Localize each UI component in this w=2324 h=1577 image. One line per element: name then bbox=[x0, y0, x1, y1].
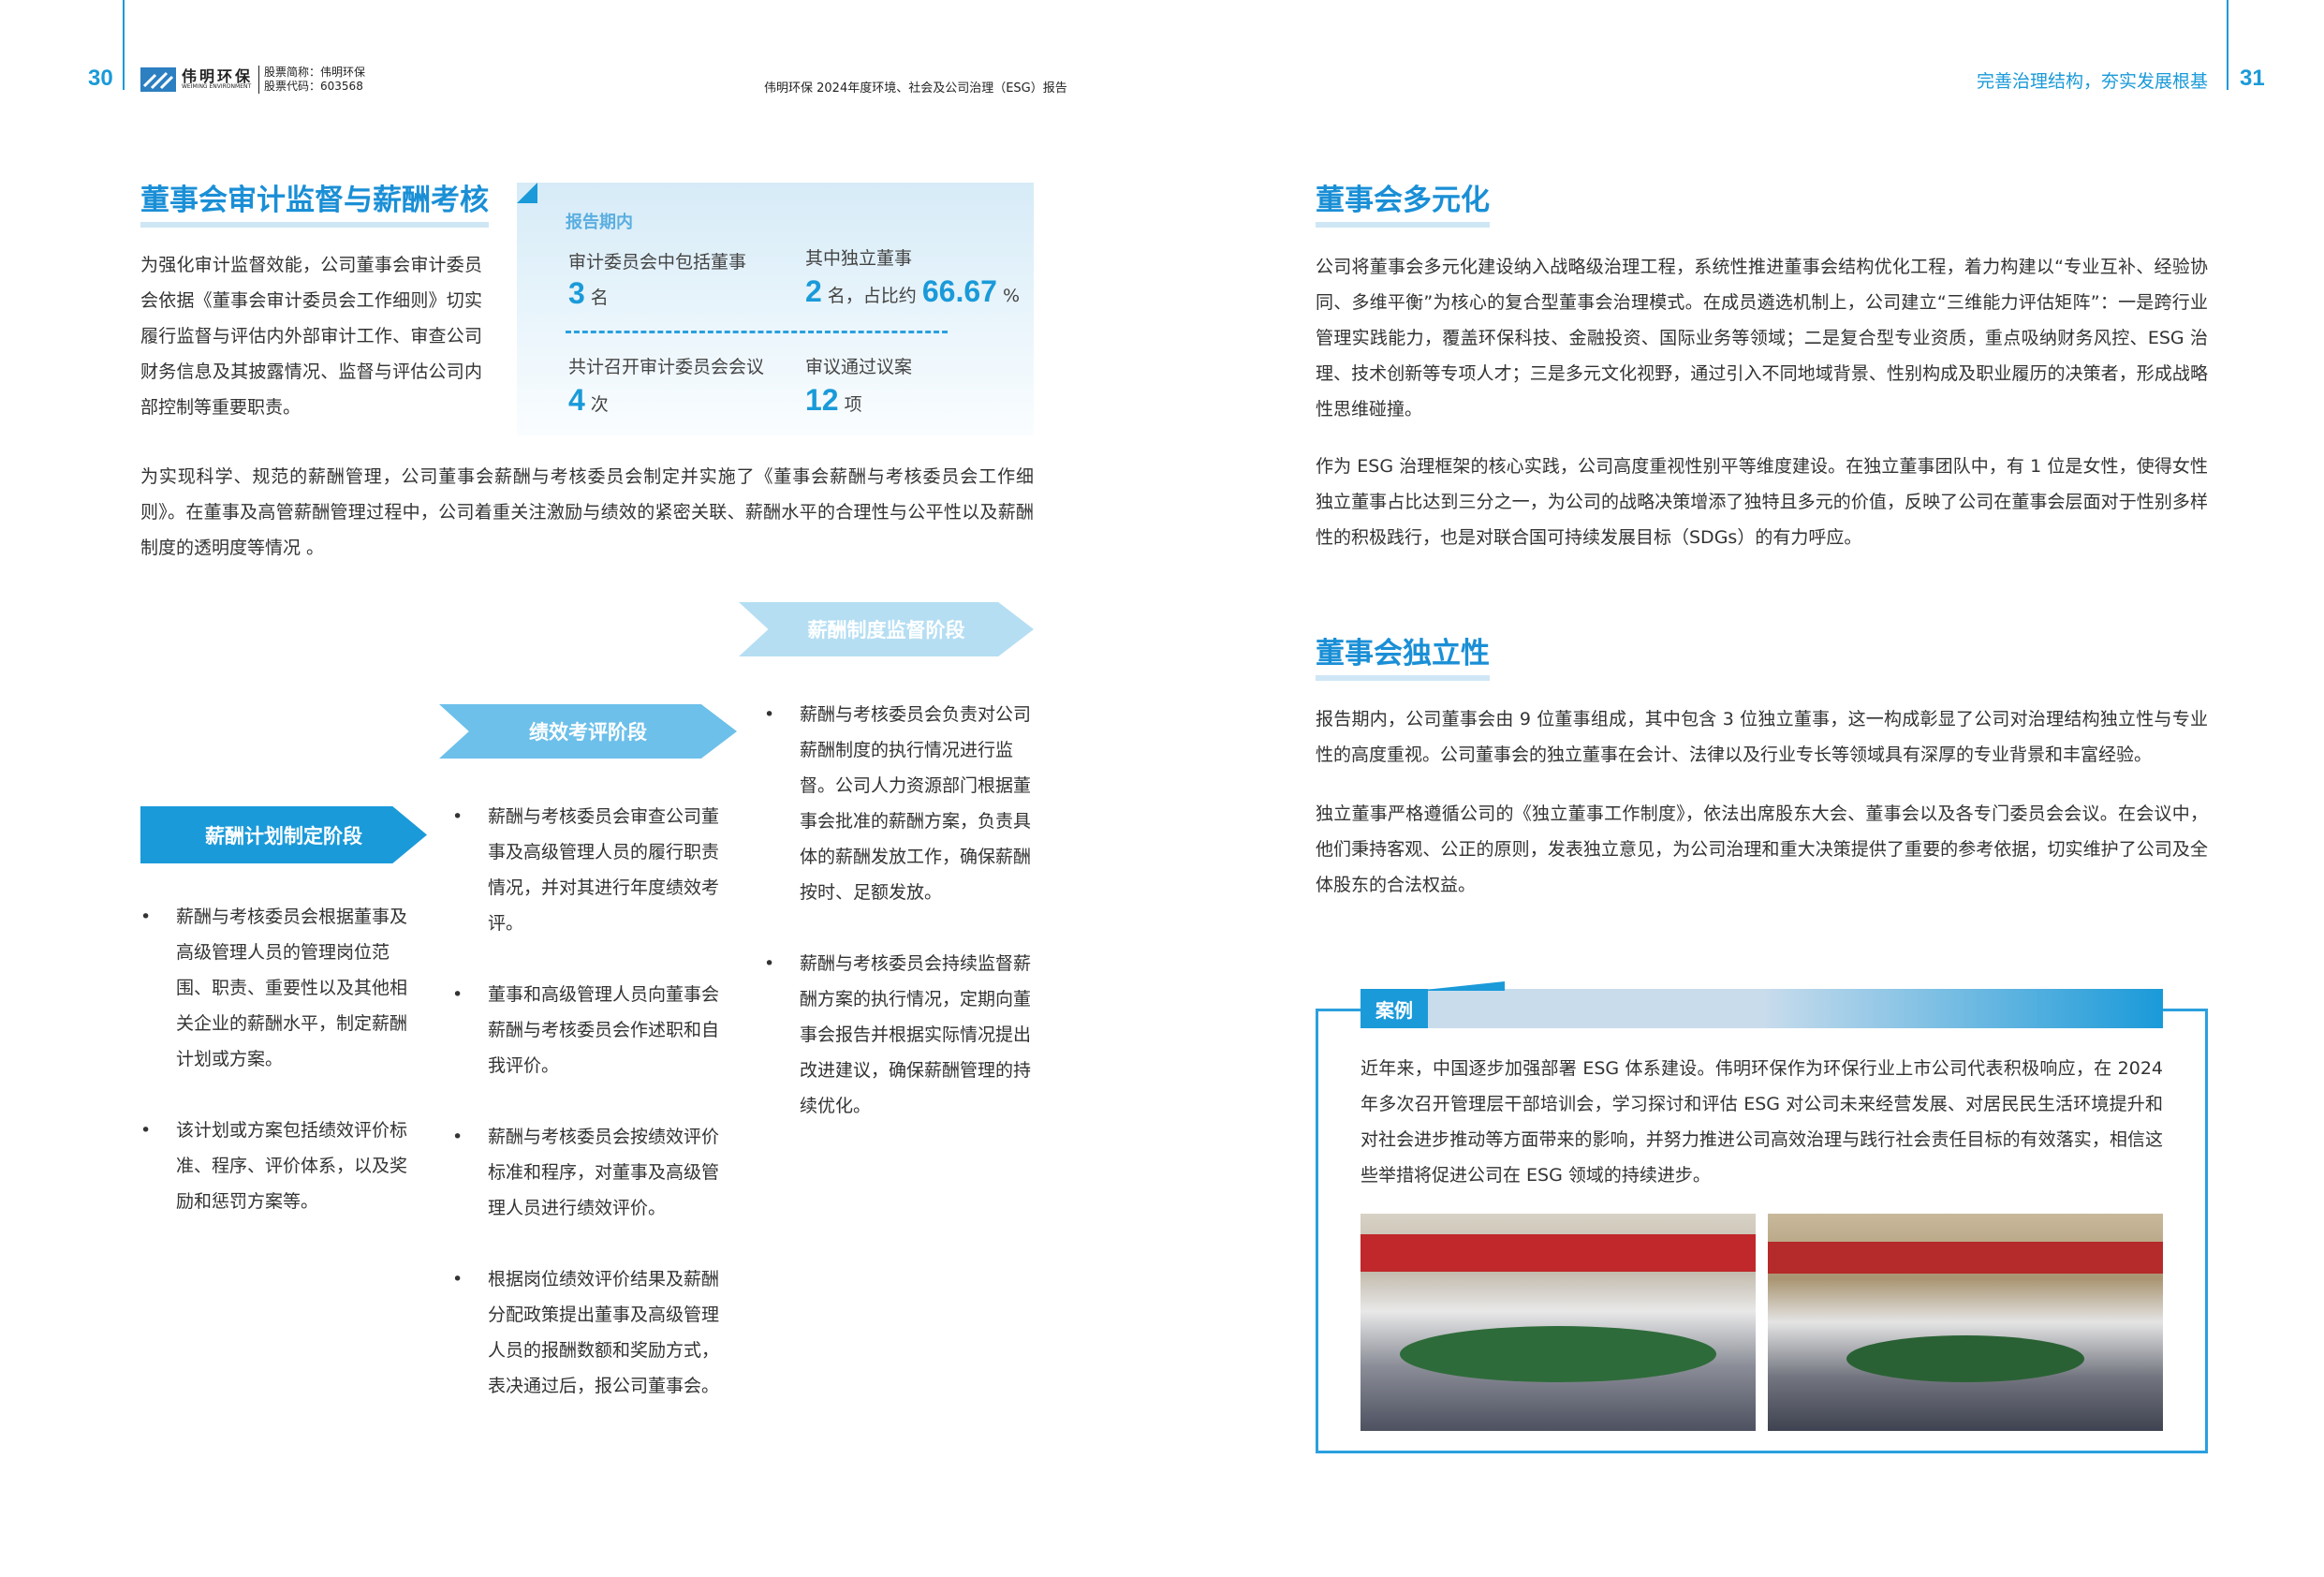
report-title: 伟明环保 2024年度环境、社会及公司治理（ESG）报告 bbox=[764, 81, 1067, 96]
stock-name: 股票简称：伟明环保 bbox=[264, 66, 366, 79]
logo-cn: 伟明环保 bbox=[182, 67, 254, 85]
case-header-bar bbox=[1361, 989, 2163, 1028]
logo-icon bbox=[140, 67, 176, 92]
supervision-bullets: 薪酬与考核委员会负责对公司薪酬制度的执行情况进行监督。公司人力资源部门根据董事会… bbox=[764, 697, 1034, 1159]
decoration bbox=[1416, 981, 1505, 991]
page-number-right: 31 bbox=[2240, 66, 2265, 91]
stage-arrow-planning: 薪酬计划制定阶段 bbox=[140, 806, 427, 863]
training-meeting-photo bbox=[1361, 1214, 1756, 1431]
independence-paragraph: 独立董事严格遵循公司的《独立董事工作制度》，依法出席股东大会、董事会以及各专门委… bbox=[1316, 803, 2208, 895]
stage-arrow-supervision: 薪酬制度监督阶段 bbox=[739, 602, 1034, 656]
section-title: 完善治理结构，夯实发展根基 bbox=[1976, 71, 2208, 92]
stat-label: 其中独立董事 bbox=[805, 248, 913, 269]
section-heading: 董事会多元化 bbox=[1316, 176, 1490, 228]
case-tag: 案例 bbox=[1361, 989, 1428, 1028]
section-heading: 董事会独立性 bbox=[1316, 629, 1490, 681]
independence-paragraph: 报告期内，公司董事会由 9 位董事组成，其中包含 3 位独立董事，这一构成彰显了… bbox=[1316, 709, 2208, 765]
stat-label: 审议通过议案 bbox=[805, 357, 913, 377]
stat-label: 审计委员会中包括董事 bbox=[568, 252, 747, 273]
divider bbox=[123, 0, 125, 90]
list-item: 薪酬与考核委员会审查公司董事及高级管理人员的履行职责情况，并对其进行年度绩效考评… bbox=[452, 799, 735, 941]
list-item: 董事和高级管理人员向董事会薪酬与考核委员会作述职和自我评价。 bbox=[452, 977, 735, 1083]
list-item: 薪酬与考核委员会持续监督薪酬方案的执行情况，定期向董事会报告并根据实际情况提出改… bbox=[764, 946, 1034, 1124]
evaluation-bullets: 薪酬与考核委员会审查公司董事及高级管理人员的履行职责情况，并对其进行年度绩效考评… bbox=[452, 799, 735, 1439]
stat-value: 12 bbox=[805, 383, 839, 417]
diversity-paragraph: 公司将董事会多元化建设纳入战略级治理工程，系统性推进董事会结构优化工程，着力构建… bbox=[1316, 257, 2208, 420]
divider bbox=[2227, 0, 2228, 90]
stat-unit: 次 bbox=[590, 394, 609, 415]
logo-en: WEIMING ENVIRONMENT bbox=[182, 83, 252, 90]
stat-unit: % bbox=[1002, 286, 1020, 306]
list-item: 薪酬与考核委员会根据董事及高级管理人员的管理岗位范围、职责、重要性以及其他相关企… bbox=[140, 899, 421, 1077]
diversity-paragraph: 作为 ESG 治理框架的核心实践，公司高度重视性别平等维度建设。在独立董事团队中… bbox=[1316, 456, 2208, 548]
corner-decoration bbox=[517, 183, 537, 203]
planning-bullets: 薪酬与考核委员会根据董事及高级管理人员的管理岗位范围、职责、重要性以及其他相关企… bbox=[140, 899, 421, 1255]
list-item: 该计划或方案包括绩效评价标准、程序、评价体系，以及奖励和惩罚方案等。 bbox=[140, 1113, 421, 1219]
stat-value: 4 bbox=[568, 383, 585, 417]
compensation-paragraph: 为实现科学、规范的薪酬管理，公司董事会薪酬与考核委员会制定并实施了《董事会薪酬与… bbox=[140, 466, 1034, 558]
stage-arrow-evaluation: 绩效考评阶段 bbox=[439, 704, 737, 759]
case-text: 近年来，中国逐步加强部署 ESG 体系建设。伟明环保作为环保行业上市公司代表积极… bbox=[1361, 1058, 2163, 1186]
stat-unit: 名 bbox=[590, 287, 609, 308]
divider bbox=[566, 331, 948, 333]
stat-unit: 名，占比约 bbox=[827, 286, 917, 306]
stock-code: 股票代码：603568 bbox=[264, 80, 363, 93]
stat-percent: 66.67 bbox=[921, 274, 997, 308]
logo: 伟明环保 WEIMING ENVIRONMENT 股票简称：伟明环保 股票代码：… bbox=[140, 66, 365, 94]
stat-label: 共计召开审计委员会会议 bbox=[568, 357, 765, 377]
stat-value: 2 bbox=[805, 274, 822, 308]
page-number-left: 30 bbox=[88, 66, 113, 91]
stat-unit: 项 bbox=[844, 394, 862, 415]
list-item: 薪酬与考核委员会负责对公司薪酬制度的执行情况进行监督。公司人力资源部门根据董事会… bbox=[764, 697, 1034, 910]
section-heading: 董事会审计监督与薪酬考核 bbox=[140, 176, 489, 228]
stats-period: 报告期内 bbox=[566, 213, 633, 232]
intro-paragraph: 为强化审计监督效能，公司董事会审计委员会依据《董事会审计委员会工作细则》切实履行… bbox=[140, 255, 482, 418]
list-item: 薪酬与考核委员会按绩效评价标准和程序，对董事及高级管理人员进行绩效评价。 bbox=[452, 1119, 735, 1226]
training-meeting-photo bbox=[1768, 1214, 2163, 1431]
stat-value: 3 bbox=[568, 276, 585, 310]
list-item: 根据岗位绩效评价结果及薪酬分配政策提出董事及高级管理人员的报酬数额和奖励方式，表… bbox=[452, 1261, 735, 1404]
